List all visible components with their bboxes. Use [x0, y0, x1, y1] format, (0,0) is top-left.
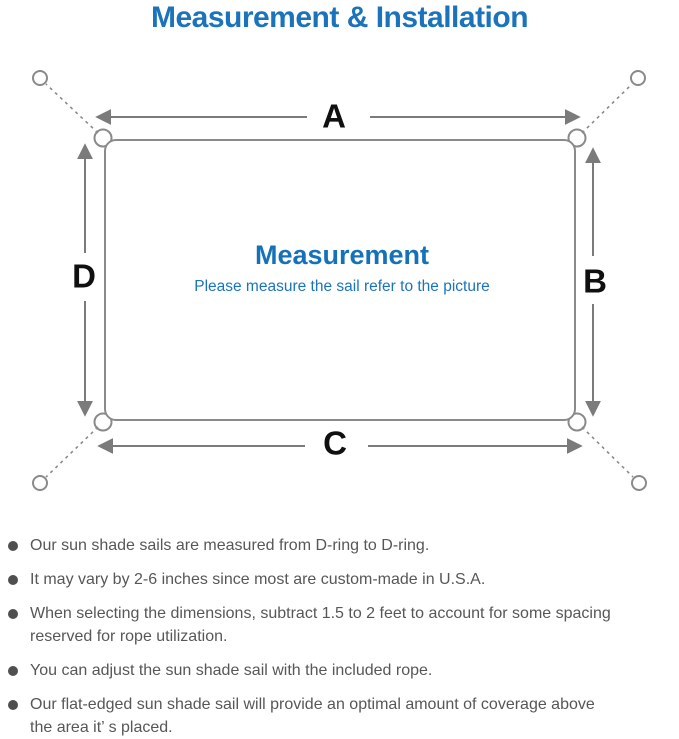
note-item: It may vary by 2-6 inches since most are… — [8, 568, 672, 591]
dimension-label-d: D — [72, 257, 96, 295]
dimension-label-c: C — [323, 424, 347, 462]
rope-line-top-right — [581, 83, 633, 134]
page-title: Measurement & Installation — [150, 1, 529, 34]
note-text: When selecting the dimensions, subtract … — [30, 605, 611, 645]
bullet-icon — [8, 609, 18, 619]
bullet-icon — [8, 541, 18, 551]
measurement-heading: Measurement — [254, 240, 430, 270]
anchor-point-bottom-right — [631, 475, 647, 491]
d-ring-bottom-right — [567, 412, 587, 432]
rope-line-bottom-right — [581, 426, 634, 478]
anchor-point-bottom-left — [32, 475, 48, 491]
sail-measurement-diagram: A B C D Measurement Please measure the s… — [32, 70, 647, 491]
note-item: When selecting the dimensions, subtract … — [8, 602, 672, 648]
d-ring-top-right — [567, 128, 587, 148]
note-item: Our sun shade sails are measured from D-… — [8, 534, 672, 557]
dimension-label-b: B — [583, 262, 607, 300]
note-text: You can adjust the sun shade sail with t… — [30, 662, 433, 679]
diagram-canvas — [32, 70, 647, 491]
rope-line-top-left — [45, 83, 99, 134]
bullet-icon — [8, 700, 18, 710]
d-ring-bottom-left — [93, 412, 113, 432]
notes-list: Our sun shade sails are measured from D-… — [8, 534, 672, 739]
bullet-icon — [8, 575, 18, 585]
anchor-point-top-left — [32, 70, 48, 86]
sail-outline — [104, 139, 576, 421]
bullet-icon — [8, 666, 18, 676]
note-item: Our flat-edged sun shade sail will provi… — [8, 693, 672, 739]
note-text: It may vary by 2-6 inches since most are… — [30, 571, 486, 588]
measurement-caption: Please measure the sail refer to the pic… — [194, 278, 490, 295]
note-text: Our sun shade sails are measured from D-… — [30, 537, 430, 554]
note-text: Our flat-edged sun shade sail will provi… — [30, 696, 595, 736]
measurement-note: Measurement Please measure the sail refe… — [122, 240, 562, 296]
rope-line-bottom-left — [45, 426, 99, 478]
dimension-label-a: A — [322, 97, 346, 135]
d-ring-top-left — [93, 128, 113, 148]
anchor-point-top-right — [630, 70, 646, 86]
note-item: You can adjust the sun shade sail with t… — [8, 659, 672, 682]
